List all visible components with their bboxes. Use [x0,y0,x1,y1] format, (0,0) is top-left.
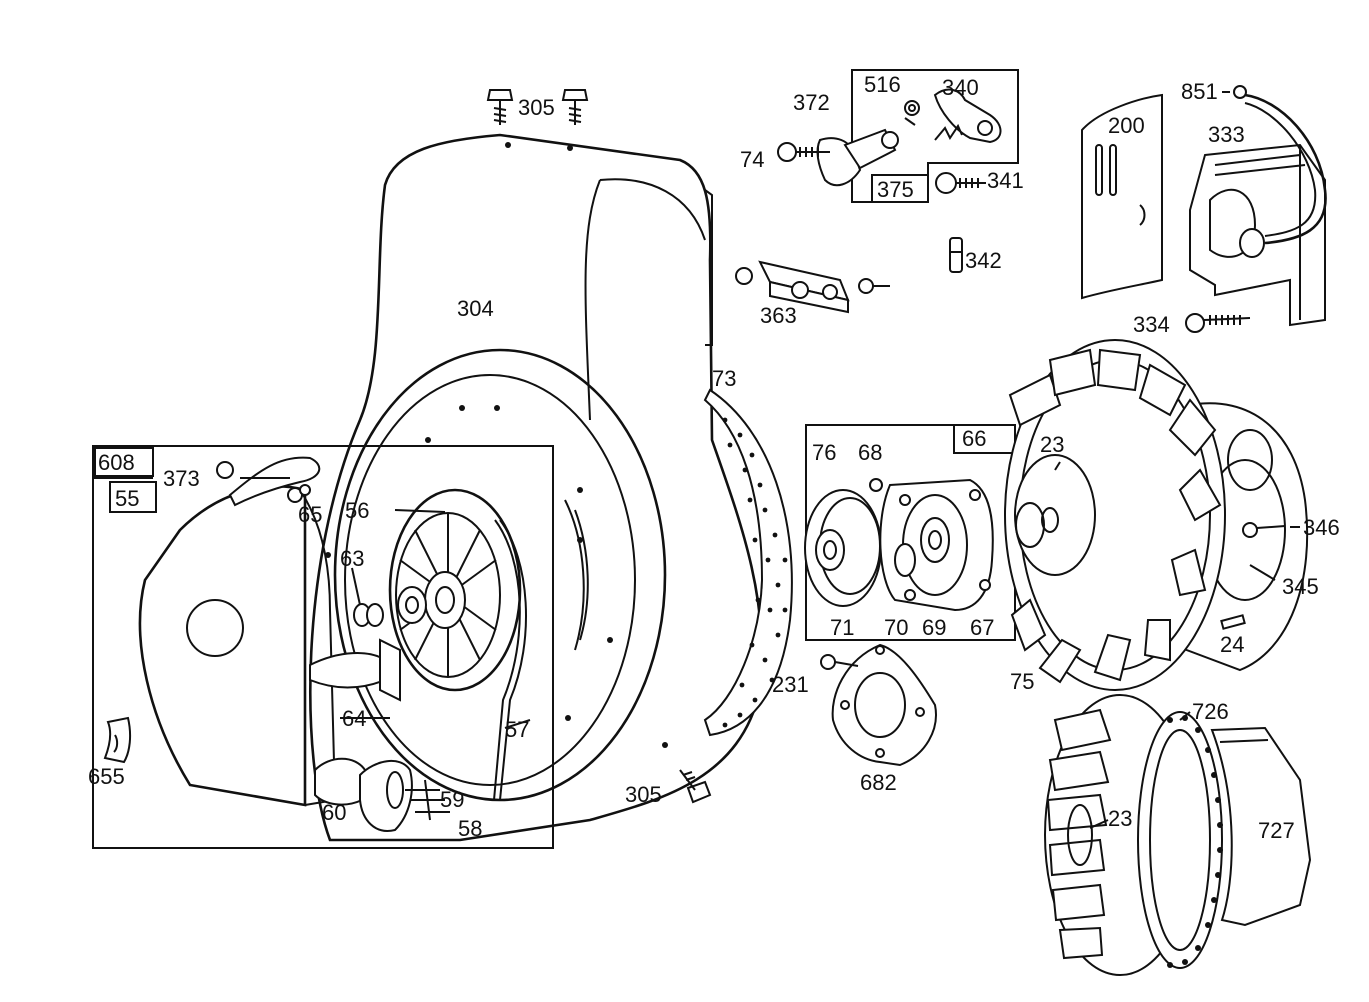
label-67: 67 [970,615,994,640]
label-58: 58 [458,816,482,841]
part-labels: 304 305 305 372 516 340 74 375 341 342 3… [88,72,1340,843]
label-74: 74 [740,147,764,172]
label-363: 363 [760,303,797,328]
label-23-upper: 23 [1040,432,1064,457]
label-682: 682 [860,770,897,795]
governor-link-assembly [777,69,1019,273]
label-334: 334 [1133,312,1170,337]
label-60: 60 [322,800,346,825]
label-305-bottom: 305 [625,782,662,807]
label-727: 727 [1258,818,1295,843]
label-375: 375 [877,177,914,202]
label-304: 304 [457,296,494,321]
blower-housing [309,133,793,842]
label-333: 333 [1208,122,1245,147]
top-bolts [486,89,589,125]
label-373: 373 [163,466,200,491]
label-24: 24 [1220,632,1244,657]
label-73: 73 [712,366,736,391]
label-231: 231 [772,672,809,697]
flywheel [1004,339,1309,691]
label-305-top: 305 [518,95,555,120]
label-200: 200 [1108,113,1145,138]
label-55: 55 [115,486,139,511]
label-69: 69 [922,615,946,640]
label-65: 65 [298,502,322,527]
flywheel-fins [1008,348,1222,684]
label-76: 76 [812,440,836,465]
label-341: 341 [987,168,1024,193]
label-655: 655 [88,764,125,789]
label-57: 57 [505,717,529,742]
bottom-bolt [679,769,712,804]
label-608: 608 [98,450,135,475]
screen-perforations [722,417,788,728]
ignition-armature [1081,85,1327,333]
label-75: 75 [1010,669,1034,694]
label-59: 59 [440,787,464,812]
label-56: 56 [345,498,369,523]
rewind-starter-assembly [92,445,554,849]
bracket-363 [735,260,890,314]
label-66: 66 [962,426,986,451]
label-345: 345 [1282,574,1319,599]
label-851: 851 [1181,79,1218,104]
label-63: 63 [340,546,364,571]
label-340: 340 [942,75,979,100]
label-346: 346 [1303,515,1340,540]
label-342: 342 [965,248,1002,273]
label-726: 726 [1192,699,1229,724]
leader-lines [240,91,1300,829]
label-23-lower: 23 [1108,806,1132,831]
label-64: 64 [342,706,366,731]
label-70: 70 [884,615,908,640]
label-68: 68 [858,440,882,465]
label-372: 372 [793,90,830,115]
adapter-plate [820,643,937,767]
alternate-flywheel [1044,694,1312,976]
starter-clutch-assembly [804,424,1016,641]
label-516: 516 [864,72,901,97]
label-71: 71 [830,615,854,640]
